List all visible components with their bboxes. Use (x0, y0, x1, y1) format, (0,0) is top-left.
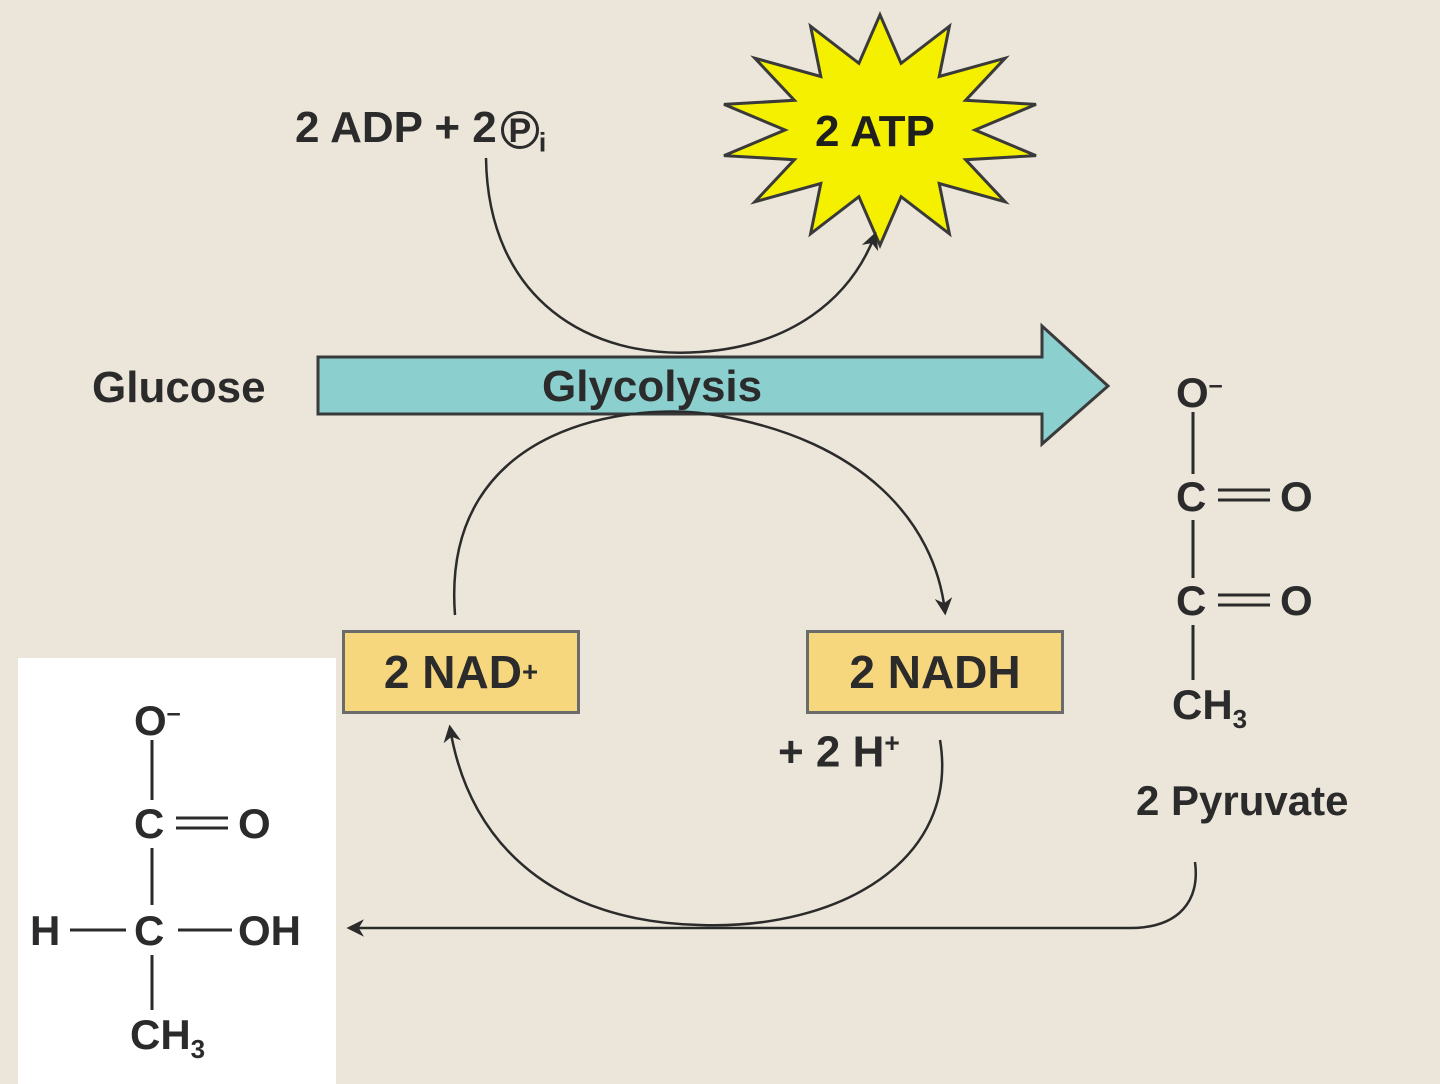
lactate-o-top-atom: O (134, 697, 167, 744)
glucose-label: Glucose (92, 363, 266, 412)
atp-burst-shape (723, 11, 1037, 249)
pyruvate-ch3-subscript: 3 (1232, 704, 1248, 735)
pyruvate-o-top-atom: O (1176, 369, 1209, 416)
glycolysis-arrow (316, 322, 1111, 448)
pyruvate-o1: O (1280, 473, 1313, 520)
protons-text: + 2 H (778, 727, 885, 777)
nad-to-nadh-arrow (453, 410, 953, 616)
pyruvate-o-charge: – (1208, 371, 1223, 400)
glycolysis-label: Glycolysis (542, 362, 763, 411)
pyruvate-name: 2 Pyruvate (1136, 777, 1349, 824)
lactate-c1: C (134, 800, 165, 847)
nad-box: 2 NAD+ (342, 630, 580, 714)
lactate-o-top: O– (134, 700, 181, 742)
pyruvate-c2: C (1176, 577, 1207, 624)
nadh-to-nad-arrow (443, 724, 944, 927)
adp-to-atp-arrow (484, 157, 879, 354)
lactate-o-charge: – (166, 699, 181, 728)
lactate-ch3: CH3 (130, 1011, 206, 1065)
lactate-oh: OH (238, 907, 301, 954)
adp-text: 2 ADP + 2 (295, 103, 497, 152)
phosphate-symbol: P (500, 111, 539, 149)
nadh-box: 2 NADH (806, 630, 1064, 714)
pyruvate-to-lactate-arrow (346, 861, 1197, 937)
nad-charge: + (521, 656, 539, 687)
protons-charge: + (884, 728, 900, 758)
lactate-o1: O (238, 800, 271, 847)
pyruvate-ch-text: CH (1172, 681, 1233, 728)
protons-label: + 2 H+ (778, 730, 900, 775)
phosphate-subscript: i (538, 126, 547, 158)
nadh-label: 2 NADH (849, 646, 1021, 698)
pyruvate-o2: O (1280, 577, 1313, 624)
lactate-panel (18, 658, 336, 1084)
atp-label: 2 ATP (815, 107, 935, 156)
lactate-h: H (30, 907, 61, 954)
nad-label: 2 NAD (383, 646, 522, 698)
lactate-ch3-subscript: 3 (190, 1034, 206, 1065)
lactate-c2: C (134, 907, 165, 954)
pyruvate-o-top: O– (1176, 372, 1223, 414)
pyruvate-ch3: CH3 (1172, 681, 1248, 735)
pyruvate-c1: C (1176, 473, 1207, 520)
lactate-ch-text: CH (130, 1011, 191, 1058)
